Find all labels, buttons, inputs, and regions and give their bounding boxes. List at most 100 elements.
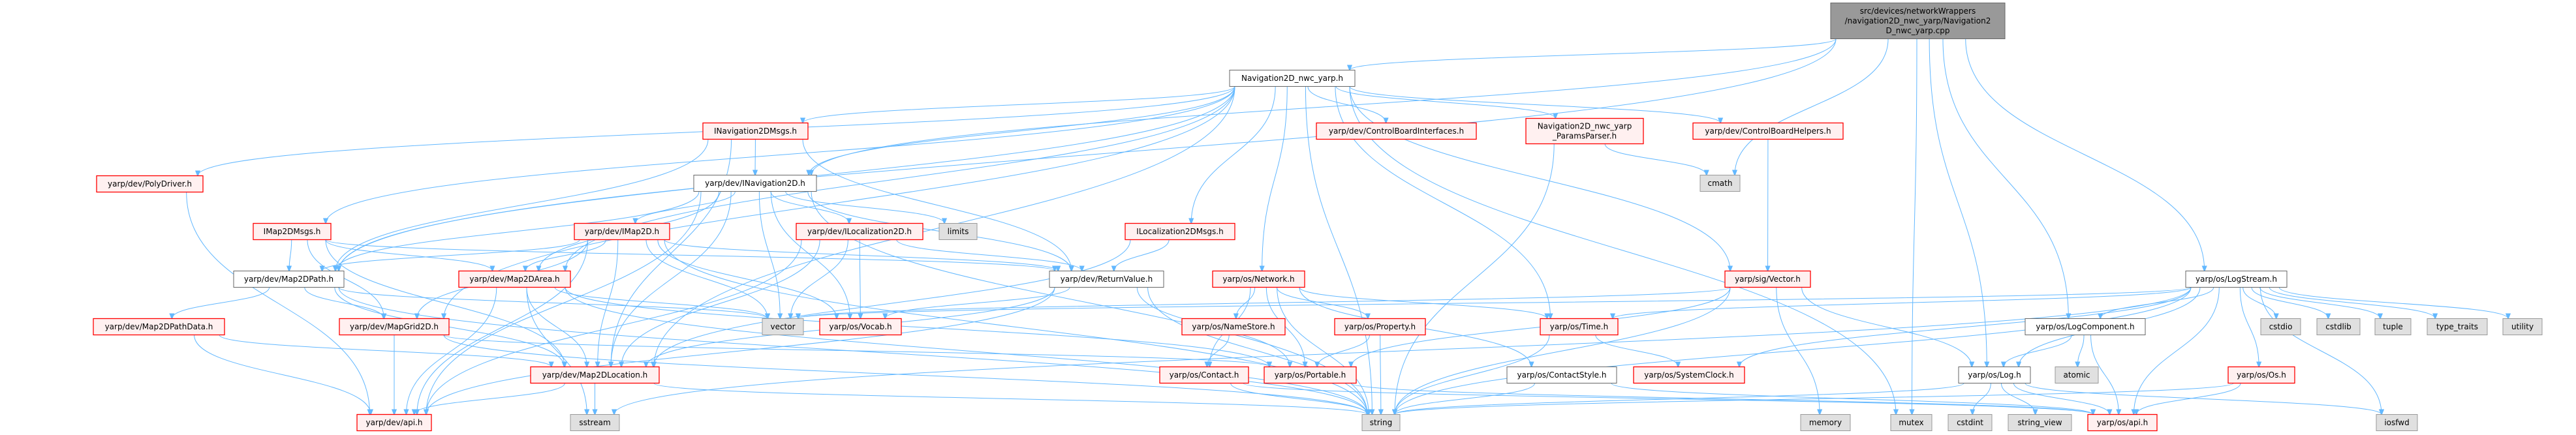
node-box [1049, 271, 1164, 288]
node-logcomp[interactable]: yarp/os/LogComponent.h [2025, 318, 2146, 335]
include-edge-inav-to-imap2d [635, 191, 736, 224]
include-edge-network-to-string [1277, 287, 1369, 415]
node-box [1633, 366, 1745, 384]
node-osapi[interactable]: yarp/os/api.h [2087, 413, 2158, 432]
node-label: cmath [1708, 179, 1733, 188]
node-vocab[interactable]: yarp/os/Vocab.h [819, 318, 902, 336]
include-edge-nav_h-to-imap2dmsgs [326, 86, 1235, 224]
include-edge-iloc-to-devapi [426, 239, 802, 415]
node-params[interactable]: Navigation2D_nwc_yarp_ParamsParser.h [1525, 117, 1644, 145]
node-map2dpath[interactable]: yarp/dev/Map2DPath.h [233, 271, 345, 288]
node-inav[interactable]: yarp/dev/INavigation2D.h [693, 175, 817, 192]
node-log[interactable]: yarp/os/Log.h [1958, 367, 2031, 383]
node-label: yarp/os/NameStore.h [1192, 322, 1275, 331]
include-edge-map2darea-to-vector [554, 287, 768, 319]
node-map2dloc[interactable]: yarp/dev/Map2DLocation.h [530, 366, 660, 384]
include-edge-time-to-string [1395, 335, 1550, 415]
node-box [819, 318, 902, 336]
node-mapgrid[interactable]: yarp/dev/MapGrid2D.h [339, 318, 450, 336]
include-edge-logstream-to-iosfwd [2259, 287, 2382, 415]
node-portable[interactable]: yarp/os/Portable.h [1264, 366, 1357, 384]
node-contact[interactable]: yarp/os/Contact.h [1159, 366, 1249, 384]
node-string: string [1361, 414, 1401, 431]
include-edge-root-to-logstream [1965, 38, 2205, 271]
node-label: mutex [1899, 418, 1923, 427]
include-edge-nav_h-to-sigvector [1349, 86, 1730, 271]
node-box [356, 413, 432, 432]
node-devapi[interactable]: yarp/dev/api.h [356, 413, 432, 432]
node-polydriver[interactable]: yarp/dev/PolyDriver.h [96, 175, 204, 193]
include-edge-namestore-to-contact [1207, 335, 1230, 367]
node-inav-msgs[interactable]: INavigation2DMsgs.h [702, 122, 809, 140]
node-returnvalue[interactable]: yarp/dev/ReturnValue.h [1049, 271, 1164, 288]
node-label: /navigation2D_nwc_yarp/Navigation2 [1845, 16, 1991, 25]
node-logstream[interactable]: yarp/os/LogStream.h [2185, 271, 2288, 288]
node-label: string [1370, 418, 1392, 427]
node-cbh[interactable]: yarp/dev/ControlBoardHelpers.h [1692, 122, 1844, 140]
node-label: vector [770, 322, 795, 331]
node-nav-h[interactable]: Navigation2D_nwc_yarp.h [1229, 70, 1356, 87]
node-label: yarp/os/Network.h [1222, 275, 1294, 284]
node-label: yarp/os/LogComponent.h [2036, 322, 2134, 331]
node-label: yarp/os/Contact.h [1170, 370, 1239, 380]
include-edge-returnvalue-to-string [1147, 287, 1367, 415]
node-box [1264, 366, 1357, 384]
node-ilocmsgs[interactable]: ILocalization2DMsgs.h [1125, 222, 1235, 241]
node-label: INavigation2DMsgs.h [714, 127, 797, 136]
include-edge-pathdata-to-map2dloc [219, 335, 551, 367]
include-edge-map2darea-to-devapi [406, 287, 497, 415]
node-utility: utility [2502, 318, 2543, 335]
node-label: D_nwc_yarp.cpp [1886, 26, 1950, 35]
include-edge-log-to-string [1395, 383, 1964, 415]
node-root[interactable]: src/devices/networkWrappers/navigation2D… [1830, 3, 2006, 39]
include-edge-imap2dmsgs-to-mapgrid [307, 239, 384, 319]
include-edge-iloc-to-returnvalue [896, 239, 1082, 271]
node-label: yarp/dev/ControlBoardHelpers.h [1705, 127, 1831, 136]
include-edge-imap2dmsgs-to-map2darea [325, 239, 493, 271]
node-label: yarp/dev/ReturnValue.h [1061, 275, 1153, 284]
node-property[interactable]: yarp/os/Property.h [1334, 318, 1426, 336]
include-edge-params-to-cmath [1604, 143, 1707, 175]
node-iloc[interactable]: yarp/dev/ILocalization2D.h [796, 222, 923, 241]
node-box [1334, 318, 1426, 336]
node-time[interactable]: yarp/os/Time.h [1540, 318, 1619, 336]
node-systemclock[interactable]: yarp/os/SystemClock.h [1633, 366, 1745, 384]
node-box [796, 222, 923, 241]
node-label: yarp/os/Portable.h [1275, 370, 1346, 380]
node-os-h[interactable]: yarp/os/Os.h [2227, 366, 2295, 384]
node-pathdata[interactable]: yarp/dev/Map2DPathData.h [93, 318, 225, 336]
include-edge-logstream-to-time [1613, 287, 2192, 319]
node-label: yarp/os/ContactStyle.h [1517, 370, 1607, 380]
include-edge-os_h-to-osapi [2136, 383, 2241, 415]
node-label: Navigation2D_nwc_yarp.h [1241, 74, 1343, 83]
node-label: yarp/dev/MapGrid2D.h [350, 322, 439, 331]
node-box [693, 175, 817, 192]
include-edge-nav_h-to-mutex [1349, 86, 1896, 415]
include-edge-iloc-to-vector [790, 239, 848, 319]
node-box [762, 318, 804, 335]
node-sigvector[interactable]: yarp/sig/Vector.h [1724, 270, 1811, 288]
include-edge-ilocmsgs-to-returnvalue [1114, 239, 1170, 271]
node-namestore[interactable]: yarp/os/NameStore.h [1181, 318, 1286, 336]
node-imap2dmsgs[interactable]: IMap2DMsgs.h [253, 222, 332, 241]
node-box [1699, 175, 1741, 192]
include-edge-imap2d-to-vector [645, 239, 768, 319]
node-label: iosfwd [2384, 418, 2409, 427]
node-contactstyle[interactable]: yarp/os/ContactStyle.h [1506, 367, 1617, 383]
include-edge-root-to-nav_h [1350, 38, 1837, 70]
include-edge-map2dpath-to-vector [338, 287, 768, 319]
node-map2darea[interactable]: yarp/dev/Map2DArea.h [458, 270, 571, 288]
node-label: yarp/dev/PolyDriver.h [108, 179, 192, 188]
node-memory: memory [1800, 414, 1851, 431]
node-box [1181, 318, 1286, 336]
include-edge-sigvector-to-vector [798, 287, 1731, 319]
include-edge-map2dpath-to-mapgrid [304, 287, 384, 319]
include-edge-log-to-iosfwd [2025, 383, 2382, 415]
include-edge-os_h-to-string [1395, 383, 2234, 415]
include-edge-log-to-string_view [2000, 383, 2035, 415]
node-imap2d[interactable]: yarp/dev/IMap2D.h [574, 222, 670, 241]
node-network[interactable]: yarp/os/Network.h [1212, 270, 1305, 288]
include-edge-params-to-string [1395, 143, 1555, 415]
node-cbi[interactable]: yarp/dev/ControlBoardInterfaces.h [1316, 122, 1477, 140]
node-box [2260, 318, 2301, 335]
